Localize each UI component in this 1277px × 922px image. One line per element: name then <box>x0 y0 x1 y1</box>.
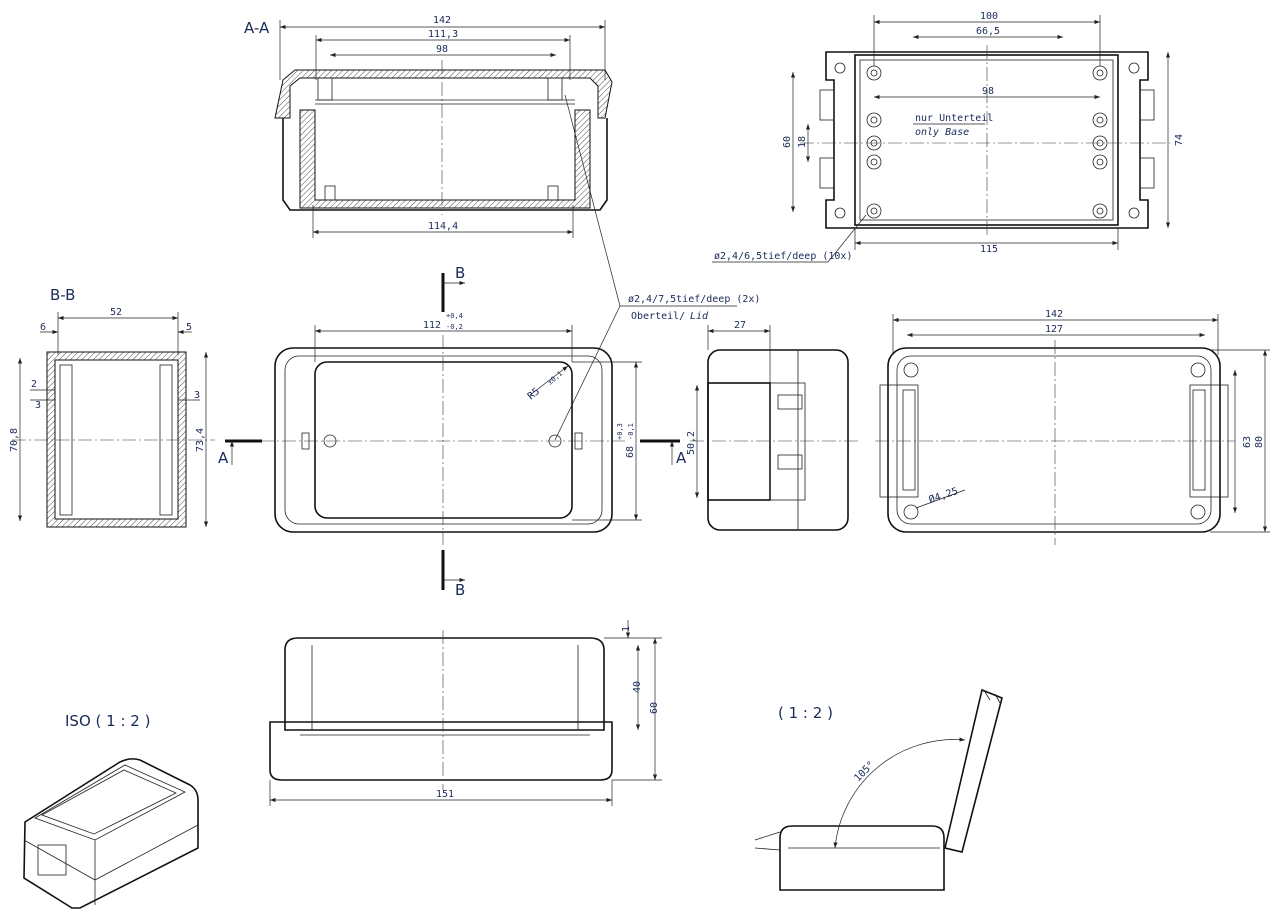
dim-r5: R5 <box>526 386 542 402</box>
dim-68: 68 <box>625 446 636 458</box>
dim-6: 6 <box>40 322 46 333</box>
lid-hole-text: ø2,4/7,5tief/deep (2x) <box>628 294 760 305</box>
base-top-view: 100 66,5 98 115 74 60 18 nur Unterteil o… <box>712 11 1185 263</box>
section-a-a-title: A-A <box>244 19 270 37</box>
dim-68-tol-dn: -0,1 <box>627 423 635 440</box>
dim-68-tol-up: +0,3 <box>616 423 624 440</box>
dim-50-2: 50,2 <box>686 431 697 455</box>
iso-view: ISO ( 1 : 2 ) <box>23 712 199 909</box>
section-a-a: A-A 142 111,3 98 114,4 <box>244 15 613 238</box>
dim-r5-tol: ±0,1 <box>546 370 564 387</box>
bottom-view: 142 127 63 80 Ø4,25 <box>875 309 1270 545</box>
dim-52: 52 <box>110 307 122 318</box>
dim-151: 151 <box>436 789 454 800</box>
lid-part-en: Lid <box>690 311 709 322</box>
section-b-b: B-B 52 6 5 2 3 3 70,8 73,4 <box>9 286 215 528</box>
dim-142: 142 <box>433 15 451 26</box>
iso-title: ISO ( 1 : 2 ) <box>65 712 150 730</box>
section-marker-b-bottom: B <box>441 550 465 599</box>
dim-60: 60 <box>782 136 793 148</box>
dim-127: 127 <box>1045 324 1063 335</box>
dim-98-base: 98 <box>982 86 994 97</box>
dim-1: 1 <box>621 626 632 632</box>
section-b-b-title: B-B <box>50 286 75 304</box>
dim-27: 27 <box>734 320 746 331</box>
dim-112: 112 <box>423 320 441 331</box>
dim-3-right: 3 <box>194 390 200 401</box>
section-marker-b-top: B <box>441 264 465 312</box>
dim-73-4: 73,4 <box>195 428 206 452</box>
dim-2: 2 <box>31 379 37 390</box>
dim-74: 74 <box>1174 134 1185 146</box>
dim-18: 18 <box>797 136 808 148</box>
section-marker-a-right: A <box>640 439 687 467</box>
dim-40: 40 <box>632 681 643 693</box>
open-view-scale: ( 1 : 2 ) <box>778 704 833 722</box>
side-view: 27 50,2 <box>686 320 860 531</box>
lid-top-view: 112 +0,4 -0,2 68 +0,3 -0,1 R5 ±0,1 A A B… <box>218 264 687 599</box>
note-only-base: only Base <box>915 127 969 138</box>
note-nur-unterteil: nur Unterteil <box>915 113 993 124</box>
lid-hole-note: ø2,4/7,5tief/deep (2x) Oberteil/ Lid <box>554 94 760 441</box>
section-label-b-top: B <box>455 264 465 282</box>
dim-80: 80 <box>1254 436 1265 448</box>
dim-66-5: 66,5 <box>976 26 1000 37</box>
dim-63: 63 <box>1242 436 1253 448</box>
dim-100: 100 <box>980 11 998 22</box>
dim-112-tol-up: +0,4 <box>446 312 463 320</box>
dim-70-8: 70,8 <box>9 428 20 452</box>
dim-60-front: 60 <box>649 702 660 714</box>
section-label-b-bottom: B <box>455 581 465 599</box>
section-marker-a-left: A <box>218 439 262 467</box>
front-view: 151 1 40 60 <box>269 620 662 806</box>
section-label-a-left: A <box>218 449 229 467</box>
dim-105-deg: 105° <box>852 759 877 784</box>
dim-d4-25: Ø4,25 <box>927 485 959 506</box>
section-label-a-right: A <box>676 449 687 467</box>
open-view: ( 1 : 2 ) 105° <box>754 688 1003 891</box>
dim-112-tol-dn: -0,2 <box>446 323 463 331</box>
dim-114-4: 114,4 <box>428 221 458 232</box>
base-hole-note: ø2,4/6,5tief/deep (10x) <box>714 251 852 262</box>
dim-98: 98 <box>436 44 448 55</box>
dim-115: 115 <box>980 244 998 255</box>
dim-5: 5 <box>186 322 192 333</box>
lid-part-de: Oberteil/ <box>631 311 685 322</box>
dim-111-3: 111,3 <box>428 29 458 40</box>
dim-3-left: 3 <box>35 400 41 411</box>
dim-142-bottom: 142 <box>1045 309 1063 320</box>
